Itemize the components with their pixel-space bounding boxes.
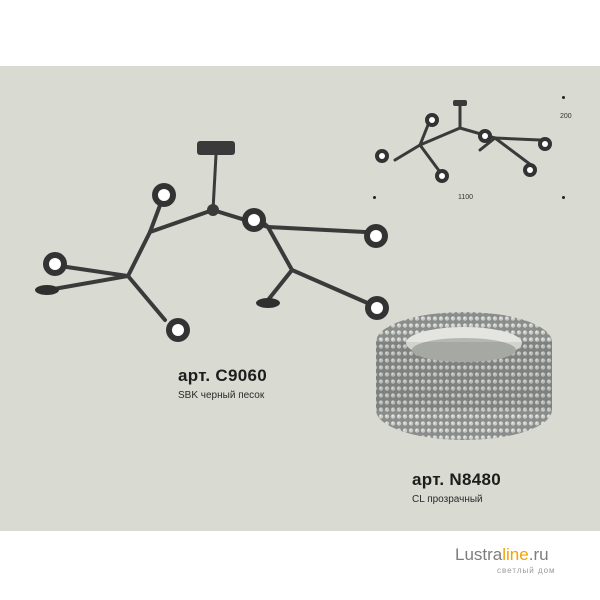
brand-tagline: светлый дом — [497, 566, 556, 575]
dimension-width: 1100 — [458, 194, 474, 201]
dimension-marker-left — [373, 196, 376, 199]
product-finish-chandelier: SBK черный песок — [178, 390, 265, 401]
brand-logo: Lustraline.ru — [455, 545, 549, 565]
dimension-marker-top — [562, 96, 565, 99]
brand-name-part1: Lustra — [455, 545, 503, 564]
product-article-chandelier: арт. C9060 — [178, 366, 267, 385]
product-article-shade: арт. N8480 — [412, 470, 501, 489]
dimension-marker-bottom — [562, 196, 565, 199]
dimension-height: 200 — [560, 113, 572, 120]
product-finish-shade: CL прозрачный — [412, 494, 483, 505]
brand-name-part2: line — [502, 545, 529, 564]
brand-name-part3: .ru — [528, 545, 549, 564]
